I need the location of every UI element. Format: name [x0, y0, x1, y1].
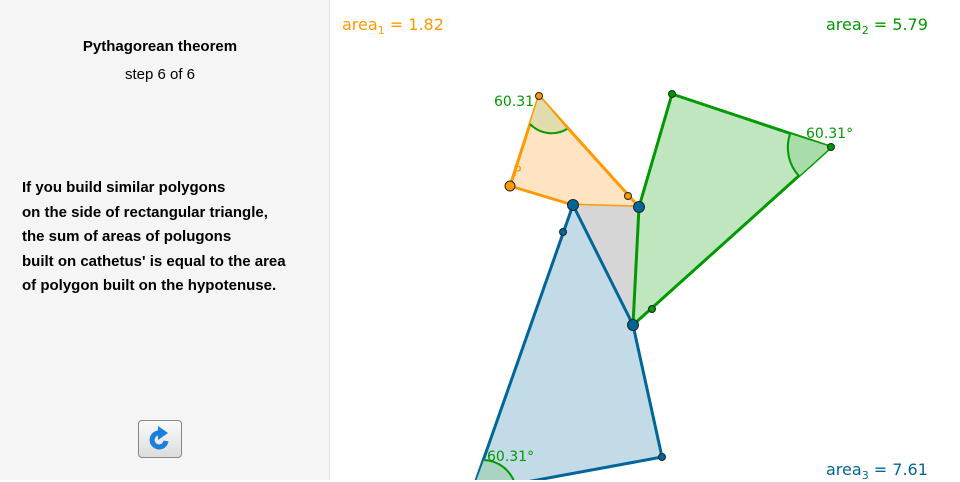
vertex-c[interactable]: [627, 319, 639, 331]
angle-label-blue: 60.31°: [487, 449, 534, 465]
area3-label: area3 = 7.61: [826, 460, 928, 482]
point[interactable]: [559, 228, 567, 236]
point-p[interactable]: [504, 180, 516, 192]
description-line: of polygon built on the hypotenuse.: [22, 277, 277, 294]
point[interactable]: [648, 305, 656, 313]
angle-arc-blue: [483, 459, 515, 480]
area-sub: 2: [861, 24, 869, 38]
area2-label: area2 = 5.79: [826, 15, 928, 37]
vertex-b[interactable]: [633, 201, 645, 213]
description-line: If you build similar polygons: [22, 179, 226, 196]
area-name: area: [826, 15, 862, 34]
polygon-area1[interactable]: [508, 94, 641, 209]
point[interactable]: [668, 90, 676, 98]
area-value: = 5.79: [873, 15, 928, 34]
step-indicator: step 6 of 6: [124, 66, 196, 83]
area1-label: area1 = 1.82: [342, 15, 444, 37]
description-line: on the side of rectangular triangle,: [22, 203, 268, 221]
angle-arc-green: [786, 133, 800, 177]
area-value: = 1.82: [389, 15, 444, 34]
angle-label-orange: 60.31: [494, 94, 534, 110]
page-title: Pythagorean theorem: [82, 38, 238, 55]
description-line: built on cathetus' is equal to the area: [22, 252, 286, 270]
angle-label-green: 60.31°: [806, 126, 853, 142]
vertex-a[interactable]: [567, 199, 579, 211]
area-value: = 7.61: [873, 460, 928, 479]
point[interactable]: [624, 192, 632, 200]
area-name: area: [342, 15, 378, 34]
point[interactable]: [535, 92, 543, 100]
description: If you build similar polygons on the sid…: [22, 176, 322, 299]
description-line: the sum of areas of polugons: [22, 228, 232, 245]
point[interactable]: [658, 453, 666, 461]
reset-button[interactable]: [138, 420, 182, 458]
area-name: area: [826, 460, 862, 479]
geometry-canvas[interactable]: P 60.31 60.31° 60.31°: [330, 0, 960, 480]
point-label: P: [513, 164, 521, 180]
polygon-area2[interactable]: [631, 92, 833, 327]
refresh-icon: [149, 426, 169, 450]
side-panel: Pythagorean theorem step 6 of 6 If you b…: [0, 0, 330, 480]
angle-arc-orange: [530, 96, 567, 134]
area-sub: 1: [377, 24, 385, 38]
area-sub: 3: [861, 469, 869, 482]
point[interactable]: [827, 143, 835, 151]
